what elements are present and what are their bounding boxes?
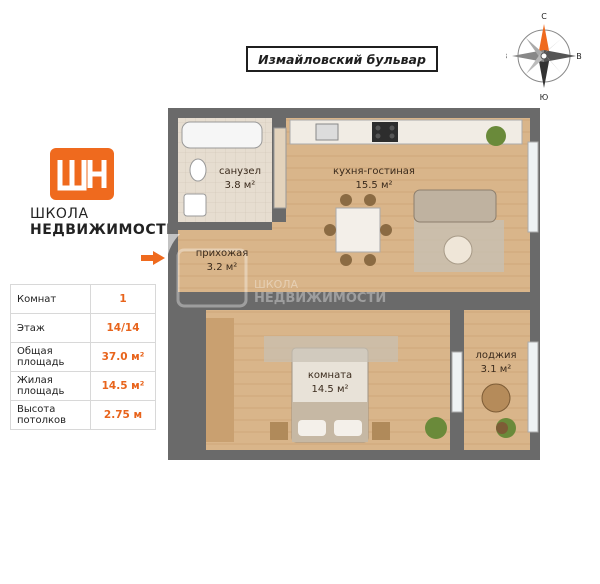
window: [451, 351, 463, 413]
window: [527, 341, 539, 433]
compass-rose-icon: С Ю З В: [506, 12, 582, 102]
room-label-loggia-name: лоджия: [476, 350, 517, 361]
entrance-arrow-icon: [141, 251, 165, 265]
room-label-loggia-area: 3.1 м²: [481, 364, 512, 375]
nightstand: [372, 422, 390, 440]
toilet: [189, 158, 207, 182]
bathtub: [181, 121, 263, 149]
interior-wall: [178, 222, 272, 230]
nightstand: [270, 422, 288, 440]
room-label-bedroom-area: 14.5 м²: [312, 384, 349, 395]
room-label-bathroom-name: санузел: [219, 166, 261, 177]
wardrobe: [206, 318, 234, 442]
info-value: 2.75 м: [90, 400, 156, 430]
armchair: [481, 383, 511, 413]
window: [527, 141, 539, 233]
plant: [425, 417, 447, 439]
hallway-floor-lower: [178, 222, 318, 292]
washbasin: [183, 193, 207, 217]
bedroom-rug: [264, 336, 398, 362]
sink: [315, 123, 339, 141]
info-label: Комнат: [10, 284, 91, 314]
room-label-hallway-name: прихожая: [196, 248, 249, 259]
street-name: Измайловский бульвар: [246, 46, 438, 72]
dining-table: [335, 207, 381, 253]
logo-mark-icon: [57, 160, 107, 191]
interior-wall: [194, 310, 206, 450]
info-label: Жилая площадь: [10, 371, 91, 401]
info-value: 37.0 м²: [90, 342, 156, 372]
compass-n: С: [541, 12, 547, 21]
compass-w: З: [506, 52, 507, 61]
plant: [486, 126, 506, 146]
watermark-line2: НЕДВИЖИМОСТИ: [254, 291, 386, 306]
cooktop: [372, 122, 398, 142]
room-label-hallway-area: 3.2 м²: [207, 262, 238, 273]
sofa: [413, 189, 497, 223]
info-label: Общая площадь: [10, 342, 91, 372]
brand-logo: [50, 148, 114, 200]
room-label-bathroom-area: 3.8 м²: [225, 180, 256, 191]
interior-wall: [178, 292, 530, 310]
info-label: Высота потолков: [10, 400, 91, 430]
brand-name-line2: НЕДВИЖИМОСТИ: [30, 222, 179, 238]
room-label-kitchen-name: кухня-гостиная: [333, 166, 415, 177]
compass-e: В: [576, 52, 582, 61]
info-label: Этаж: [10, 313, 91, 343]
brand-name-line1: ШКОЛА: [30, 206, 89, 222]
compass-s: Ю: [540, 93, 549, 102]
info-value: 14/14: [90, 313, 156, 343]
info-value: 14.5 м²: [90, 371, 156, 401]
room-label-bedroom-name: комната: [308, 370, 352, 381]
laundry-column: [273, 127, 287, 209]
floor-plan: ШКОЛА НЕДВИЖИМОСТИ санузел 3.8 м² кухня-…: [166, 108, 540, 460]
watermark: ШКОЛА НЕДВИЖИМОСТИ: [176, 248, 386, 308]
info-value: 1: [90, 284, 156, 314]
room-label-kitchen-area: 15.5 м²: [356, 180, 393, 191]
coffee-table: [443, 235, 473, 265]
entrance-door: [166, 234, 180, 282]
watermark-line1: ШКОЛА: [254, 278, 299, 291]
